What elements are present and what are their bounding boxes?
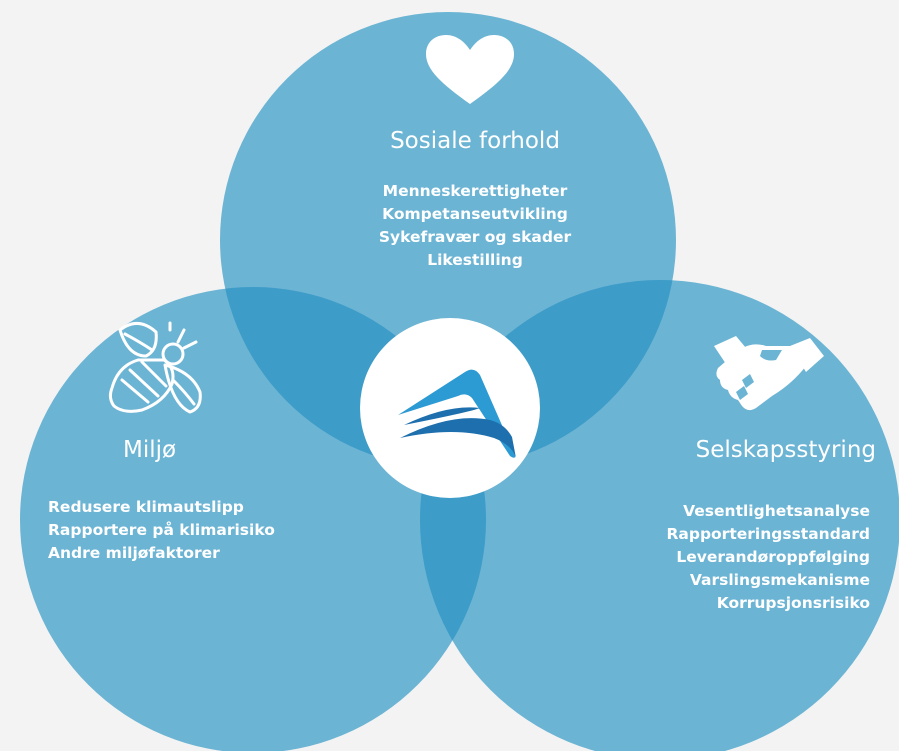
center-disc (360, 318, 540, 498)
list-item: Rapportere på klimarisiko (48, 521, 275, 539)
list-item: Likestilling (427, 251, 523, 269)
list-item: Rapporteringsstandard (666, 525, 870, 543)
governance-title: Selskapsstyring (695, 437, 876, 463)
list-item: Andre miljøfaktorer (48, 544, 220, 562)
list-item: Leverandøroppfølging (676, 548, 870, 566)
list-item: Vesentlighetsanalyse (683, 502, 870, 520)
company-logo (398, 369, 516, 458)
list-item: Kompetanseutvikling (382, 205, 568, 223)
list-item: Redusere klimautslipp (48, 498, 244, 516)
list-item: Varslingsmekanisme (689, 571, 870, 589)
handshake-icon (714, 336, 824, 411)
bee-icon (108, 321, 202, 414)
environment-title: Miljø (123, 437, 177, 463)
list-item: Sykefravær og skader (378, 228, 572, 246)
heart-icon (426, 35, 514, 104)
social-title: Sosiale forhold (390, 128, 560, 154)
overlap-social-governance (420, 280, 676, 468)
list-item: Korrupsjonsrisiko (716, 594, 870, 612)
list-item: Menneskerettigheter (382, 182, 568, 200)
